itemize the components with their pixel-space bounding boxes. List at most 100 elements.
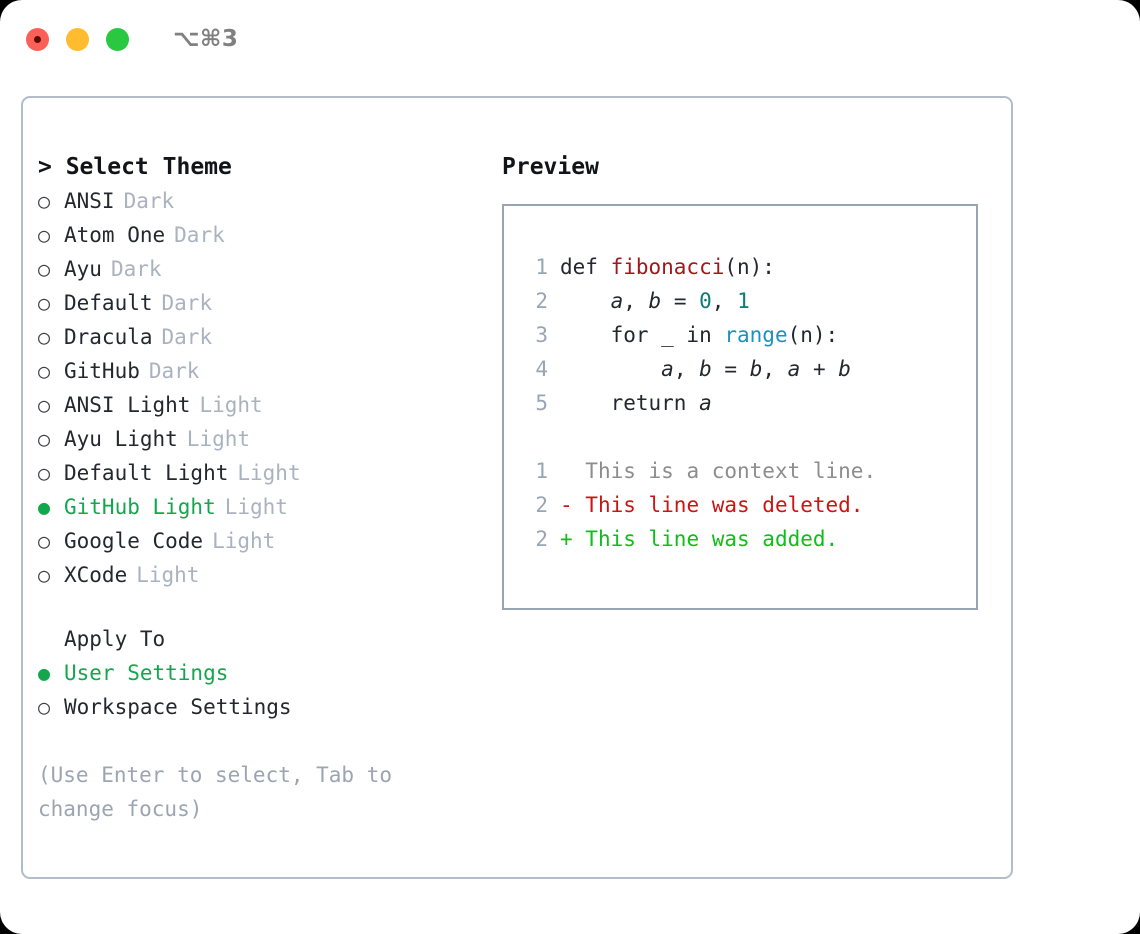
close-button[interactable] [26,27,49,51]
apply-to-header: Apply To [64,627,166,651]
code-token-var: b [699,357,712,381]
radio-unselected-icon: ○ [38,563,51,587]
line-number: 2 [535,527,548,551]
keyboard-hint: (Use Enter to select, Tab to change focu… [38,763,405,821]
theme-option-ansi-light[interactable]: ○ ANSI Light Light [38,388,478,422]
diff-line-del: 2 - This line was deleted. [522,488,976,522]
maximize-button[interactable] [106,27,129,51]
line-number: 5 [535,391,548,415]
theme-option-label: XCode [64,563,128,587]
diff-line-text: This is a context line. [560,454,876,488]
radio-unselected-icon: ○ [38,695,51,719]
diff-marker: + [560,527,573,551]
code-token-plain: (n): [787,323,839,347]
keyboard-shortcut-label: ⌥⌘3 [173,26,239,52]
code-token-plain: , [762,357,788,381]
code-token-plain: (n): [724,255,775,279]
theme-variant-tag: Dark [174,223,225,247]
radio-unselected-icon: ○ [38,325,51,349]
line-number: 1 [535,459,548,483]
code-token-plain: , [623,289,649,313]
code-token-builtin: range [724,323,788,347]
code-token-plain: , [673,357,700,381]
line-number: 2 [535,493,548,517]
apply-to-option-workspace-settings[interactable]: ○Workspace Settings [38,690,478,724]
theme-option-atom-one[interactable]: ○ Atom One Dark [38,218,478,252]
diff-line-text: - This line was deleted. [560,488,863,522]
code-line-text: for _ in range(n): [560,318,839,352]
code-diff-spacer [522,420,976,454]
line-number: 2 [535,289,548,313]
code-line: 3 for _ in range(n): [522,318,976,352]
code-token-plain: + [800,357,839,381]
apply-to-list: ● User Settings ○Workspace Settings [38,656,478,724]
line-number: 4 [535,357,548,381]
theme-variant-tag: Light [237,461,301,485]
radio-unselected-icon: ○ [38,529,51,553]
radio-unselected-icon: ○ [38,223,51,247]
radio-unselected-icon: ○ [38,461,51,485]
radio-unselected-icon: ○ [38,257,51,281]
theme-variant-tag: Light [199,393,263,417]
theme-variant-tag: Light [224,495,288,519]
theme-option-label: ANSI Light [64,393,191,417]
code-token-var: a [787,357,801,381]
theme-option-label: Ayu Light [64,427,178,451]
theme-option-label: Atom One [64,223,166,247]
code-line-text: a, b = 0, 1 [560,284,750,318]
line-number: 1 [535,255,548,279]
code-line: 5 return a [522,386,976,420]
theme-option-label: GitHub Light [64,495,216,519]
section-spacer [38,592,478,622]
diff-line-add: 2 + This line was added. [522,522,976,556]
line-number: 3 [535,323,548,347]
code-token-var: b [838,357,851,381]
apply-to-option-label: User Settings [64,661,229,685]
theme-option-label: Ayu [64,257,102,281]
preview-header: Preview [502,154,599,180]
diff-text: This line was added. [572,527,839,551]
code-token-plain: = [711,357,750,381]
minimize-button[interactable] [66,27,89,51]
theme-option-xcode[interactable]: ○ XCode Light [38,558,478,592]
theme-option-ayu[interactable]: ○ Ayu Dark [38,252,478,286]
diff-marker [560,459,573,483]
radio-unselected-icon: ○ [38,291,51,315]
apply-to-option-user-settings[interactable]: ● User Settings [38,656,478,690]
code-token-plain [560,357,661,381]
diff-text: This line was deleted. [572,493,864,517]
diff-text: This is a context line. [572,459,877,483]
code-token-var: b [749,357,763,381]
radio-selected-icon: ● [38,661,51,685]
theme-variant-tag: Light [136,563,200,587]
code-token-plain: for _ in [560,323,725,347]
theme-option-label: Google Code [64,529,204,553]
radio-unselected-icon: ○ [38,393,51,417]
theme-variant-tag: Dark [110,257,162,281]
theme-option-github-light[interactable]: ● GitHub Light Light [38,490,478,524]
code-line: 4 a, b = b, a + b [522,352,976,386]
theme-option-label: GitHub [64,359,140,383]
radio-selected-icon: ● [38,495,51,519]
code-token-plain: return [560,391,700,415]
theme-option-label: Default Light [64,461,229,485]
diff-line-ctx: 1 This is a context line. [522,454,976,488]
theme-option-default-light[interactable]: ○ Default Light Light [38,456,478,490]
theme-option-label: Default [64,291,153,315]
code-token-num: 0 [699,289,712,313]
theme-variant-tag: Dark [123,189,175,213]
select-theme-header: > Select Theme [38,154,232,180]
